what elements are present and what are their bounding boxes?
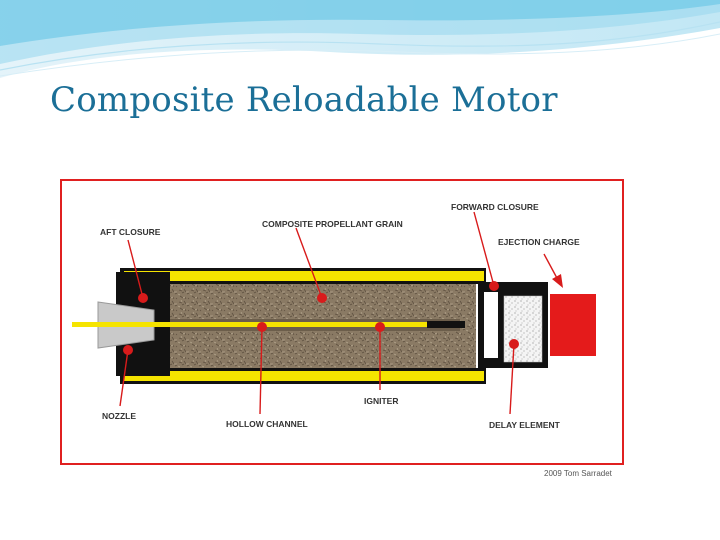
pointers <box>119 211 563 415</box>
slide-title: Composite Reloadable Motor <box>50 80 558 120</box>
igniter-marker <box>375 322 385 332</box>
label-forward-closure: FORWARD CLOSURE <box>451 202 539 212</box>
label-hollow-channel: HOLLOW CHANNEL <box>226 419 308 429</box>
motor-body <box>72 268 596 384</box>
label-aft-closure: AFT CLOSURE <box>100 227 161 237</box>
ejection-charge <box>550 294 596 356</box>
aft-closure-marker <box>138 293 148 303</box>
grain-marker <box>317 293 327 303</box>
forward-closure-marker <box>489 281 499 291</box>
hollow-channel-marker <box>257 322 267 332</box>
label-nozzle: NOZZLE <box>102 411 136 421</box>
diagram-credit: 2009 Tom Sarradet <box>544 469 613 478</box>
label-ejection-charge: EJECTION CHARGE <box>498 237 580 247</box>
delay-element-marker <box>509 339 519 349</box>
label-delay-element: DELAY ELEMENT <box>489 420 561 430</box>
label-composite-grain: COMPOSITE PROPELLANT GRAIN <box>262 219 403 229</box>
nozzle-marker <box>123 345 133 355</box>
delay-element <box>503 295 543 363</box>
motor-diagram: AFT CLOSURE COMPOSITE PROPELLANT GRAIN F… <box>60 179 624 478</box>
igniter <box>72 322 427 327</box>
header-wave-decoration <box>0 0 720 78</box>
ejection-charge-arrow <box>552 274 563 288</box>
label-igniter: IGNITER <box>364 396 398 406</box>
motor-diagram-figure: AFT CLOSURE COMPOSITE PROPELLANT GRAIN F… <box>58 132 624 484</box>
